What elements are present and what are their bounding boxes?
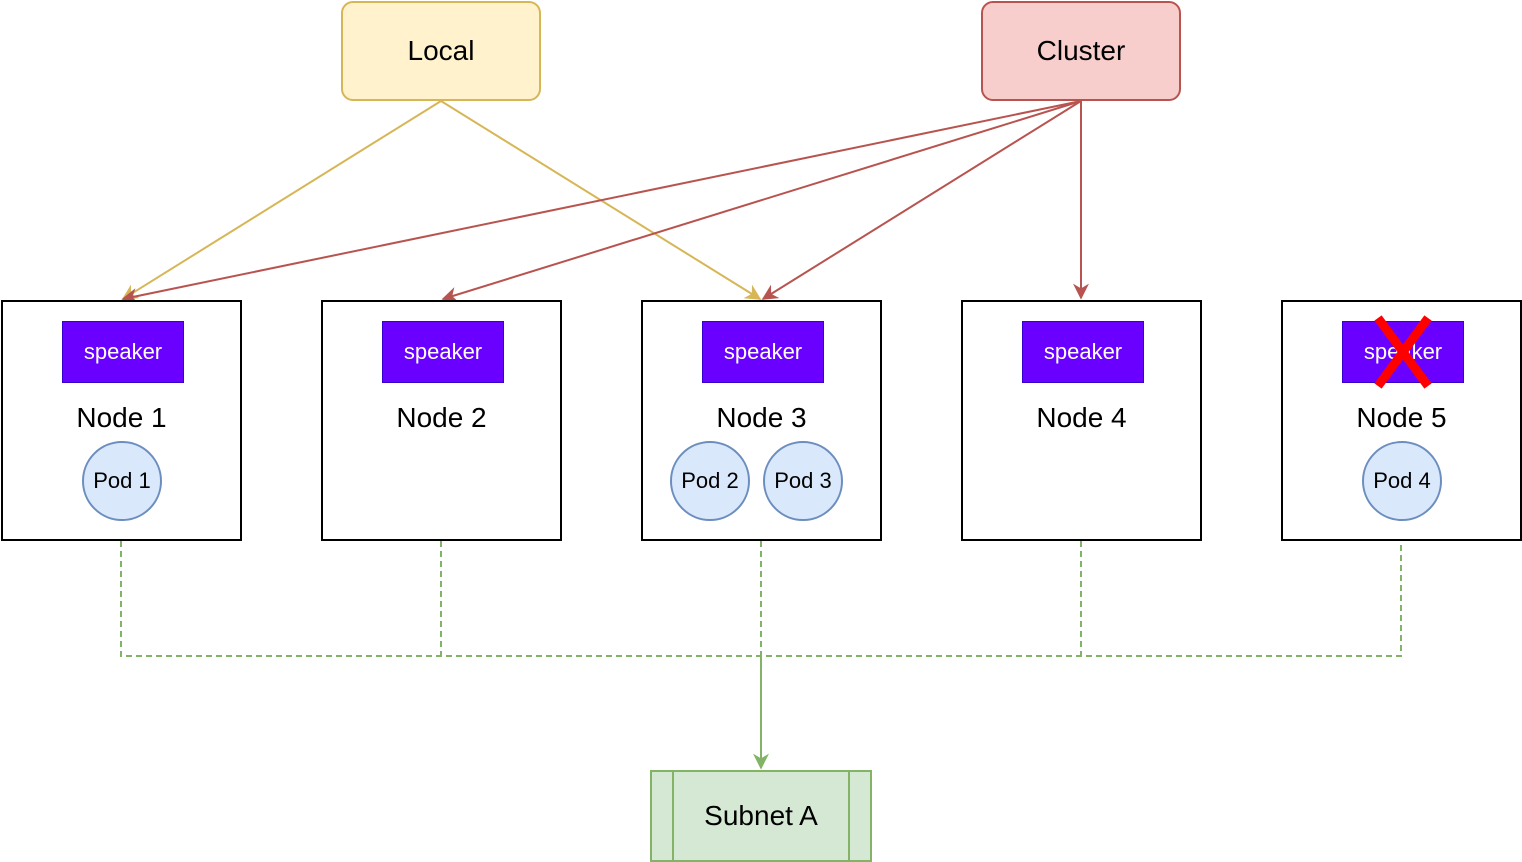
node-1-box: speaker Node 1 Pod 1 [1, 300, 242, 541]
subnet-a-box: Subnet A [650, 770, 872, 862]
node-2-label: Node 2 [396, 402, 487, 433]
node-4-box: speaker Node 4 [961, 300, 1202, 541]
cluster-policy-label: Cluster [1036, 35, 1126, 66]
local-policy-box: Local [341, 1, 541, 101]
node-4-speaker: speaker [1022, 321, 1144, 383]
pod-3: Pod 3 [763, 441, 843, 521]
arrow-cluster-node1 [121, 100, 1082, 304]
subnet-left-bar [672, 772, 674, 860]
local-policy-label: Local [407, 35, 475, 66]
node-3-speaker: speaker [702, 321, 824, 383]
node-2-box: speaker Node 2 [321, 300, 562, 541]
arrow-local-node1 [121, 100, 442, 300]
node-network-links [120, 541, 1402, 657]
pod-4: Pod 4 [1362, 441, 1442, 521]
node-3-box: speaker Node 3 Pod 2 Pod 3 [641, 300, 882, 541]
node-3-label: Node 3 [716, 402, 807, 433]
node-4-label: Node 4 [1036, 402, 1127, 433]
speaker-failed-x-icon [1374, 315, 1432, 389]
node-2-speaker: speaker [382, 321, 504, 383]
pod-2: Pod 2 [670, 441, 750, 521]
arrow-cluster-node2 [441, 100, 1082, 303]
node-1-label: Node 1 [76, 402, 167, 433]
arrow-cluster-node3 [761, 100, 1082, 300]
node-5-box: speaker Node 5 Pod 4 [1281, 300, 1522, 541]
subnet-a-label: Subnet A [704, 800, 818, 831]
node-1-speaker: speaker [62, 321, 184, 383]
node-5-label: Node 5 [1356, 402, 1447, 433]
pod-1: Pod 1 [82, 441, 162, 521]
cluster-policy-box: Cluster [981, 1, 1181, 101]
subnet-right-bar [848, 772, 850, 860]
